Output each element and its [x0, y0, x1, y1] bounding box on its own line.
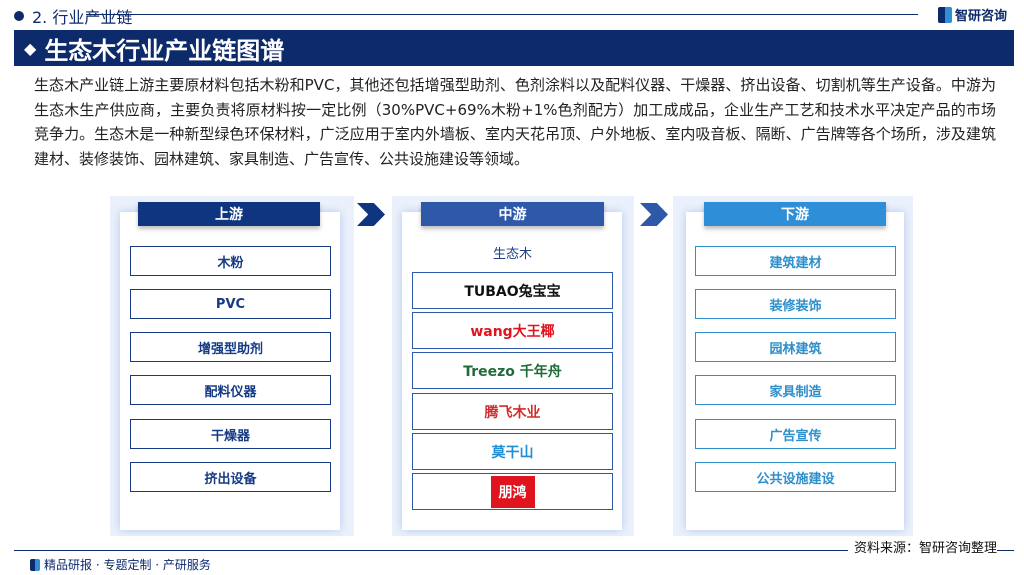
upstream-item: 木粉 [130, 246, 331, 276]
upstream-header: 上游 [138, 202, 320, 226]
downstream-header: 下游 [704, 202, 886, 226]
company-logo: 腾飞木业 [484, 404, 541, 421]
company-logo: 莫干山 [491, 444, 534, 461]
company-logo-box: 腾飞木业 [412, 393, 613, 430]
midstream-subtitle: 生态木 [492, 247, 532, 262]
upstream-item: 干燥器 [130, 419, 331, 449]
company-logo-box: wang大王椰 [412, 312, 613, 349]
intro-paragraph: 生态木产业链上游主要原材料包括木粉和PVC，其他还包括增强型助剂、色剂涂料以及配… [34, 76, 996, 168]
downstream-item: 建筑建材 [695, 246, 896, 276]
company-logo: wang大王椰 [470, 323, 555, 340]
upstream-item: 增强型助剂 [130, 332, 331, 362]
midstream-header: 中游 [421, 202, 604, 226]
company-logo-box: 莫干山 [412, 433, 613, 470]
company-logo: Treezo 千年舟 [463, 363, 562, 380]
diamond-icon: ◆ [24, 38, 37, 58]
brand-name: 智研咨询 [955, 9, 1008, 24]
page-title: 生态木行业产业链图谱 [44, 36, 285, 65]
chevron-right-icon [357, 203, 385, 226]
downstream-item: 公共设施建设 [695, 462, 896, 492]
divider [86, 14, 918, 15]
tagline-text: 精品研报 · 专题定制 · 产研服务 [44, 558, 211, 572]
downstream-item: 家具制造 [695, 375, 896, 405]
brand-logo: 智研咨询 [938, 5, 1007, 24]
downstream-item: 园林建筑 [695, 332, 896, 362]
downstream-item: 广告宣传 [695, 419, 896, 449]
downstream-item: 装修装饰 [695, 289, 896, 319]
company-logo: TUBAO兔宝宝 [464, 283, 561, 300]
chevron-right-icon [640, 203, 668, 226]
footer-divider [14, 550, 1014, 551]
upstream-item: 挤出设备 [130, 462, 331, 492]
company-logo-box: Treezo 千年舟 [412, 352, 613, 389]
upstream-item: PVC [130, 289, 331, 319]
source-note: 资料来源：智研咨询整理 [848, 537, 998, 556]
company-logo: 朋鸿 [490, 475, 535, 508]
brand-logo-icon [30, 558, 40, 571]
section-bullet [14, 11, 24, 21]
company-logo-box: TUBAO兔宝宝 [412, 272, 613, 309]
upstream-item: 配料仪器 [130, 375, 331, 405]
brand-logo-icon [938, 6, 952, 23]
footer-tagline: 精品研报 · 专题定制 · 产研服务 [30, 556, 211, 573]
section-title: 2. 行业产业链 [32, 8, 133, 27]
company-logo-box: 朋鸿 [412, 473, 613, 510]
page-title-banner: ◆ 生态木行业产业链图谱 [14, 30, 1014, 66]
